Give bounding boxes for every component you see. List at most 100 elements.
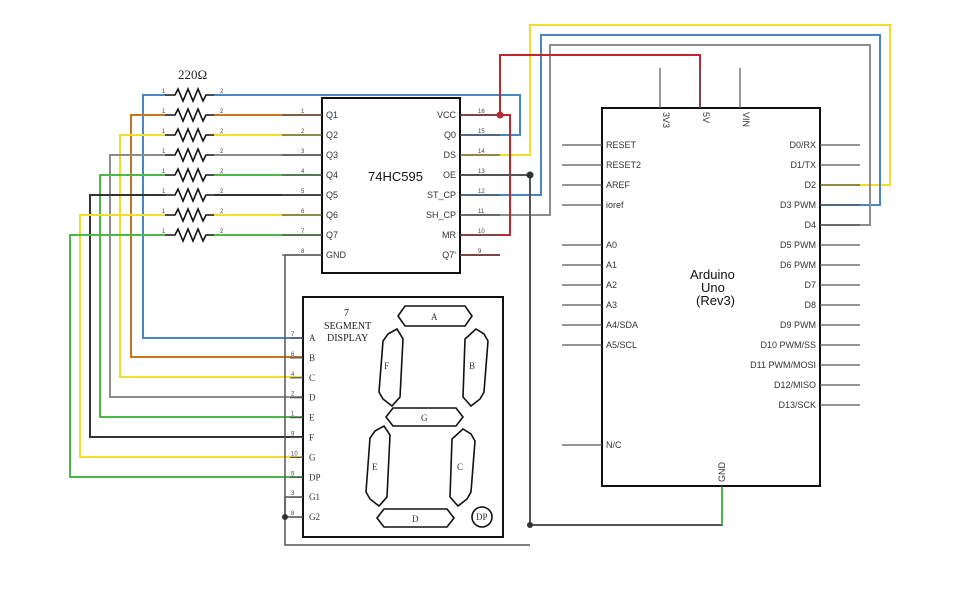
shift-register-pin-number: 15 [478, 129, 485, 135]
shift-register-pin-label: Q7' [442, 250, 456, 260]
segment-dp-label: DP [476, 512, 488, 522]
segment-g-label: G [421, 413, 428, 423]
segment-b [462, 328, 489, 408]
shift-register-pin-number: 6 [301, 209, 305, 215]
segment-d-label: D [412, 514, 419, 524]
seven-segment-pin-number: 10 [291, 451, 298, 457]
arduino-left-pin-label: RESET [606, 140, 637, 150]
shift-register-pin-number: 8 [301, 249, 305, 255]
seven-segment-pin-number: 2 [291, 392, 295, 398]
shift-register-pin-number: 7 [301, 229, 305, 235]
shift-register-pin-number: 1 [301, 109, 305, 115]
shift-register-pin-number: 11 [478, 209, 485, 215]
resistor-pin-1-label: 1 [162, 169, 166, 175]
resistor-zigzag [165, 186, 214, 204]
arduino-left-pin-label: A1 [606, 260, 617, 270]
resistor-pin-1-label: 1 [162, 149, 166, 155]
seven-segment-pin-number: 4 [291, 372, 295, 378]
seven-segment-pin-label: B [309, 353, 315, 363]
wire-5v [461, 54, 701, 116]
seven-segment-pin-label: G1 [309, 492, 320, 502]
resistor-zigzag [165, 226, 214, 244]
resistor-pin-2-label: 2 [220, 169, 224, 175]
wire-q3-segment-c [119, 134, 302, 378]
resistor-pin-1-label: 1 [162, 209, 166, 215]
arduino-right-pin-label: D1/TX [790, 160, 816, 170]
seven-segment-pin-number: 7 [291, 332, 295, 338]
segment-e-label: E [372, 462, 378, 472]
shift-register-pin-label: MR [442, 230, 456, 240]
segment-a [397, 305, 473, 327]
segment-b-label: B [469, 361, 475, 371]
resistor-pin-2-label: 2 [220, 149, 224, 155]
arduino-right-pin-label: D10 PWM/SS [760, 340, 816, 350]
junction-oe [526, 171, 534, 179]
segment-d [375, 508, 456, 528]
arduino-gnd-pin-label: GND [717, 462, 727, 483]
segment-c [449, 428, 476, 508]
arduino-left-pin-label: AREF [606, 180, 631, 190]
resistor-zigzag [165, 146, 214, 164]
resistor-pin-1-label: 1 [162, 229, 166, 235]
seven-segment-title-2: SEGMENT [324, 321, 371, 332]
resistor-pin-1-label: 1 [162, 189, 166, 195]
arduino-right-pin-label: D2 [804, 180, 816, 190]
shift-register-pin-label: Q0 [444, 130, 456, 140]
shift-register-pin-label: Q1 [326, 110, 338, 120]
arduino-right-pin-label: D11 PWM/MOSI [750, 360, 816, 370]
shift-register-pin-number: 12 [478, 189, 485, 195]
shift-register-pin-label: OE [443, 170, 456, 180]
wire-shcp-d4 [461, 44, 871, 226]
wire-q1-segment-a [142, 94, 302, 339]
junction-gnd [527, 522, 533, 528]
shift-register-pin-number: 2 [301, 129, 305, 135]
resistor-pin-2-label: 2 [220, 109, 224, 115]
seven-segment-display: 7 SEGMENT DISPLAY A F B G E C D DP A7B6C… [290, 296, 504, 538]
seven-segment-pin-label: E [309, 413, 315, 423]
wire-q7-segment-g [79, 214, 302, 458]
resistor-zigzag [165, 166, 214, 184]
resistor-zigzag [165, 86, 214, 104]
segment-a-label: A [431, 312, 438, 322]
resistor-pin-2-label: 2 [220, 229, 224, 235]
shift-register-body [321, 97, 461, 274]
shift-register-pin-number: 14 [478, 149, 485, 155]
arduino-left-pin-label: A0 [606, 240, 617, 250]
seven-segment-title-1: 7 [344, 308, 349, 319]
seven-segment-pin-label: DP [309, 472, 321, 482]
arduino-right-pin-label: D4 [804, 220, 816, 230]
arduino-left-pin-label: RESET2 [606, 160, 641, 170]
resistor-value-label: 220Ω [178, 67, 207, 82]
arduino-left-pin-label: ioref [606, 200, 624, 210]
shift-register-pin-number: 9 [478, 249, 482, 255]
arduino-left-pin-label: A4/SDA [606, 320, 638, 330]
arduino-right-pin-label: D7 [804, 280, 816, 290]
seven-segment-pin-number: 9 [291, 432, 295, 438]
resistor-pin-2-label: 2 [220, 189, 224, 195]
segment-g [384, 407, 465, 427]
segment-c-label: C [457, 462, 463, 472]
wire-q5-segment-e [99, 174, 302, 418]
segment-f-label: F [384, 361, 389, 371]
resistor-pin-1-label: 1 [162, 89, 166, 95]
segment-f [378, 327, 404, 408]
seven-segment-pin-label: D [309, 393, 316, 403]
arduino-left-pin-label: A5/SCL [606, 340, 637, 350]
seven-segment-title-3: DISPLAY [327, 333, 368, 344]
shift-register-pin-number: 13 [478, 169, 485, 175]
arduino-left-pin-label: A2 [606, 280, 617, 290]
junction-g2 [282, 514, 288, 520]
shift-register-pin-number: 4 [301, 169, 305, 175]
resistor-pin-2-label: 2 [220, 129, 224, 135]
resistor-pin-2-label: 2 [220, 89, 224, 95]
shift-register-pin-label: Q3 [326, 150, 338, 160]
arduino-right-pin-label: D9 PWM [780, 320, 816, 330]
shift-register-pin-label: DS [443, 150, 456, 160]
arduino-left-pin-label: N/C [606, 440, 622, 450]
wire-ds-d2 [461, 24, 891, 186]
resistor-pin-2-label: 2 [220, 209, 224, 215]
shift-register-pin-number: 3 [301, 149, 305, 155]
shift-register-pin-number: 5 [301, 189, 305, 195]
